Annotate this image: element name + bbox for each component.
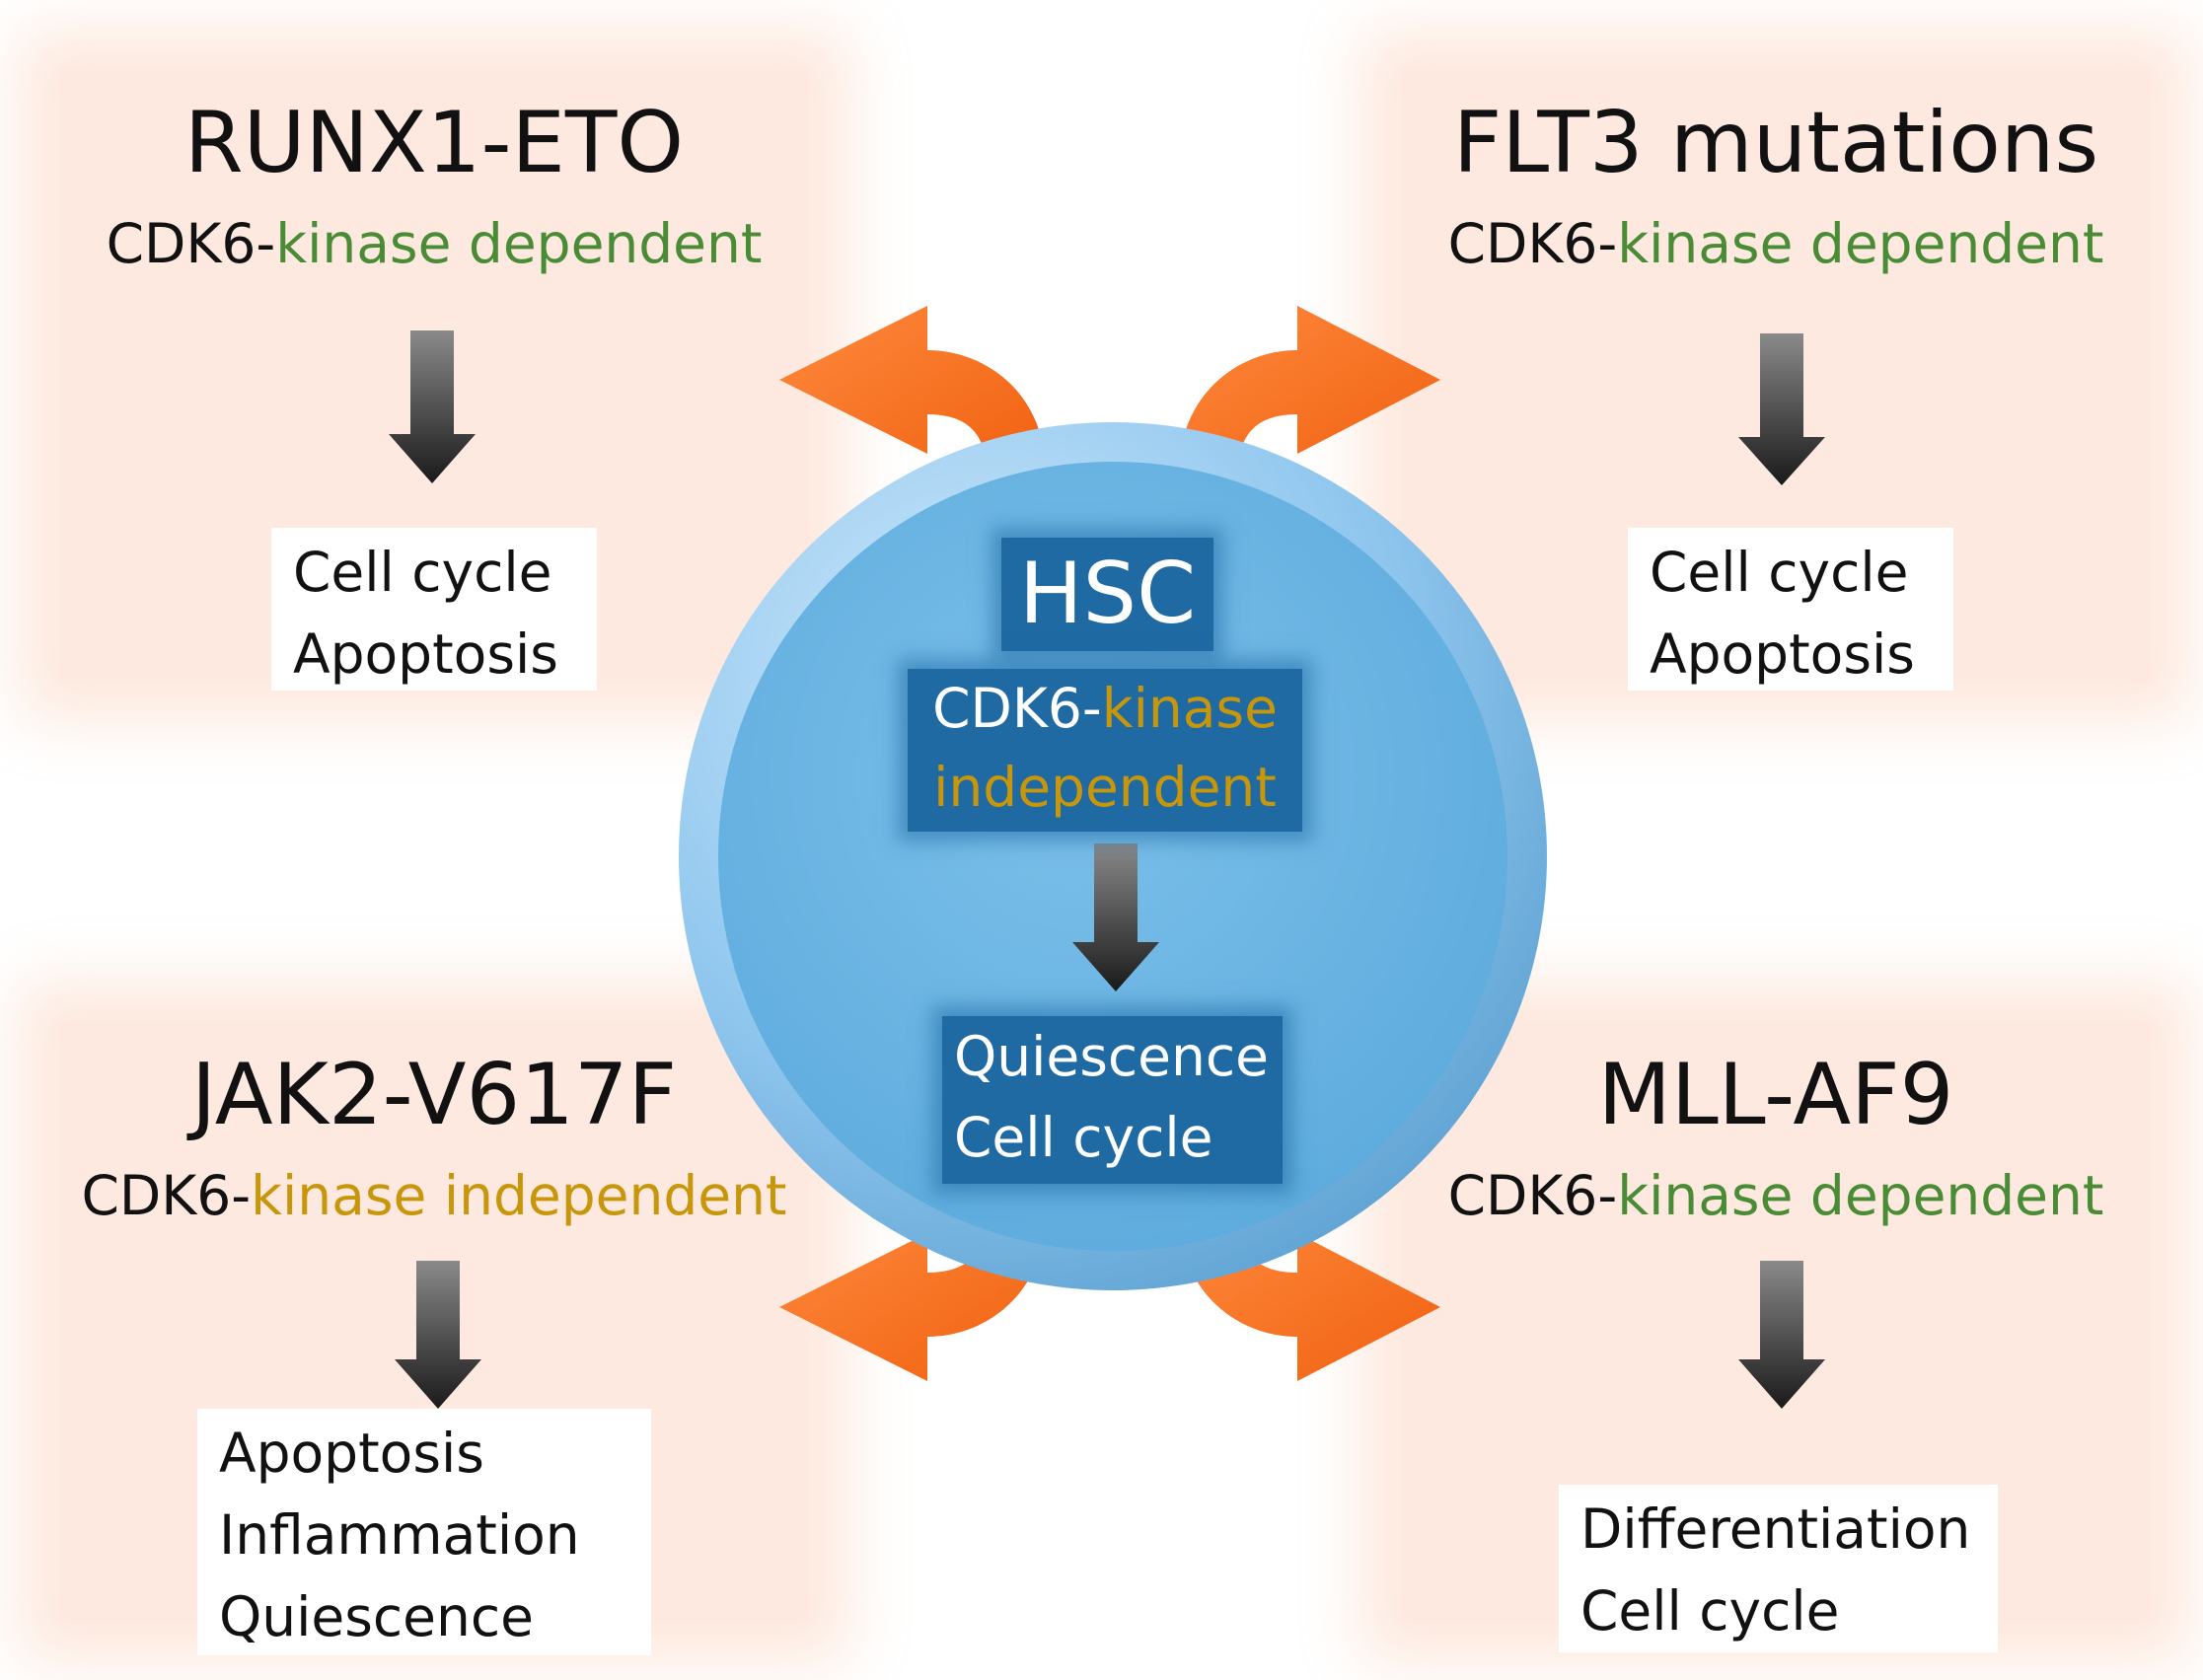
outcome-item: Cell cycle	[1650, 541, 1909, 604]
quadrant-subtitle-runx1-eto: CDK6-kinase dependent	[59, 212, 809, 275]
quadrant-subtitle-jak2: CDK6-kinase independent	[59, 1164, 809, 1227]
quadrant-title-flt3: FLT3 mutations	[1452, 94, 2099, 192]
outcome-box-flt3: Cell cycle Apoptosis	[1628, 528, 1953, 691]
cdk6-prefix: CDK6-	[106, 212, 276, 275]
kinase-label: kinase	[1101, 677, 1278, 740]
outcome-box-mll-af9: Differentiation Cell cycle	[1559, 1485, 1998, 1652]
down-arrow-icon-tr	[1738, 333, 1825, 485]
outcome-item: Cell cycle	[293, 541, 552, 604]
outcome-item: Differentiation	[1580, 1497, 1971, 1561]
quadrant-subtitle-mll-af9: CDK6-kinase dependent	[1401, 1164, 2151, 1227]
outcome-item: Inflammation	[219, 1503, 580, 1567]
down-arrow-icon-tl	[389, 330, 476, 483]
outcome-item: Cell cycle	[954, 1106, 1213, 1169]
hsc-title: HSC	[1001, 538, 1213, 651]
cdk6-prefix: CDK6-	[1447, 1164, 1618, 1227]
hsc-dependency-line2: independent	[933, 756, 1277, 819]
cdk6-prefix: CDK6-	[932, 677, 1102, 740]
curved-arrow-icon-tl	[779, 306, 1046, 474]
dependency-label: kinase dependent	[1617, 1164, 2104, 1227]
quadrant-subtitle-flt3: CDK6-kinase dependent	[1401, 212, 2151, 275]
dependency-label: kinase independent	[251, 1164, 787, 1227]
curved-arrow-icon-tr	[1179, 306, 1440, 474]
dependency-label: kinase dependent	[275, 212, 763, 275]
down-arrow-icon-br	[1738, 1261, 1825, 1409]
outcome-item: Quiescence	[954, 1025, 1269, 1088]
hsc-outcomes: Quiescence Cell cycle	[942, 1016, 1283, 1184]
hsc-dependency-line1: CDK6-kinase	[908, 669, 1302, 748]
outcome-box-runx1-eto: Cell cycle Apoptosis	[271, 528, 597, 691]
quadrant-title-jak2: JAK2-V617F	[190, 1046, 678, 1144]
outcome-item: Apoptosis	[1650, 622, 1915, 686]
dependency-label: kinase dependent	[1617, 212, 2104, 275]
outcome-item: Cell cycle	[1580, 1579, 1840, 1643]
outcome-item: Quiescence	[219, 1585, 534, 1648]
down-arrow-icon-bl	[395, 1261, 481, 1409]
quadrant-title-mll-af9: MLL-AF9	[1597, 1046, 1954, 1144]
quadrant-title-runx1-eto: RUNX1-ETO	[184, 94, 685, 192]
outcome-item: Apoptosis	[293, 622, 558, 686]
outcome-item: Apoptosis	[219, 1422, 484, 1485]
down-arrow-icon-center	[1072, 843, 1159, 991]
cdk6-prefix: CDK6-	[1447, 212, 1618, 275]
cdk6-prefix: CDK6-	[81, 1164, 252, 1227]
outcome-box-jak2: Apoptosis Inflammation Quiescence	[197, 1409, 651, 1655]
hsc-dependency: CDK6-kinase independent	[908, 669, 1302, 832]
